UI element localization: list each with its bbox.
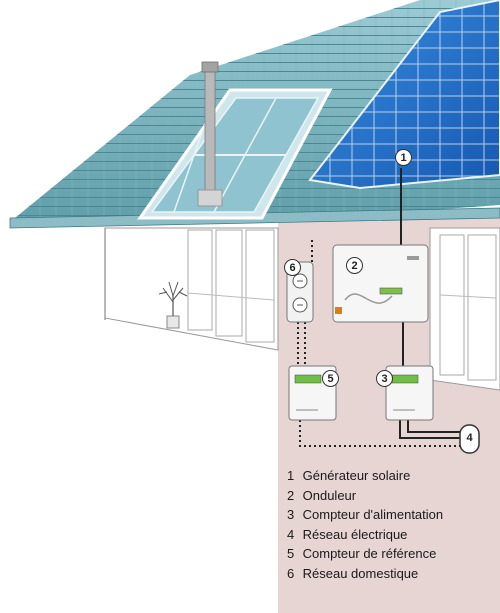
skylight-window xyxy=(137,88,333,220)
reference-wiring xyxy=(297,240,462,447)
solar-generator-panels xyxy=(308,0,500,190)
legend-label: Générateur solaire xyxy=(302,468,411,483)
legend-item: 6 Réseau domestique xyxy=(287,564,492,584)
house-walls xyxy=(104,227,500,391)
legend: 1 Générateur solaire 2 Onduleur 3 Compte… xyxy=(287,466,492,584)
legend-number: 3 xyxy=(287,507,295,523)
grid-connection-box xyxy=(459,424,480,454)
legend-number: 5 xyxy=(287,546,295,562)
chimney-pipe xyxy=(197,61,223,207)
legend-item: 5 Compteur de référence xyxy=(287,544,492,564)
legend-item: 3 Compteur d'alimentation xyxy=(287,505,492,525)
badge-solar-generator: 1 xyxy=(395,149,412,166)
legend-item: 4 Réseau électrique xyxy=(287,525,492,545)
legend-label: Onduleur xyxy=(302,487,357,503)
badge-reference-meter: 5 xyxy=(322,370,339,387)
legend-number: 6 xyxy=(287,565,295,581)
feed-in-meter-device xyxy=(385,365,434,421)
legend-label: Compteur d'alimentation xyxy=(302,507,444,523)
legend-number: 4 xyxy=(287,526,295,542)
badge-feed-in-meter: 3 xyxy=(376,370,393,387)
legend-item: 1 Générateur solaire xyxy=(287,466,492,486)
legend-label: Compteur de référence xyxy=(302,546,437,562)
legend-number: 1 xyxy=(287,468,295,483)
inverter-device xyxy=(332,244,429,323)
legend-number: 2 xyxy=(287,487,295,503)
badge-inverter: 2 xyxy=(346,257,363,274)
legend-label: Réseau électrique xyxy=(302,526,408,542)
legend-label: Réseau domestique xyxy=(302,565,419,581)
badge-domestic-network: 6 xyxy=(284,259,301,276)
legend-item: 2 Onduleur xyxy=(287,486,492,506)
power-wiring xyxy=(399,168,462,439)
domestic-network-socket xyxy=(286,261,314,323)
potted-plant-icon xyxy=(158,281,188,329)
badge-grid: 4 xyxy=(466,432,473,444)
